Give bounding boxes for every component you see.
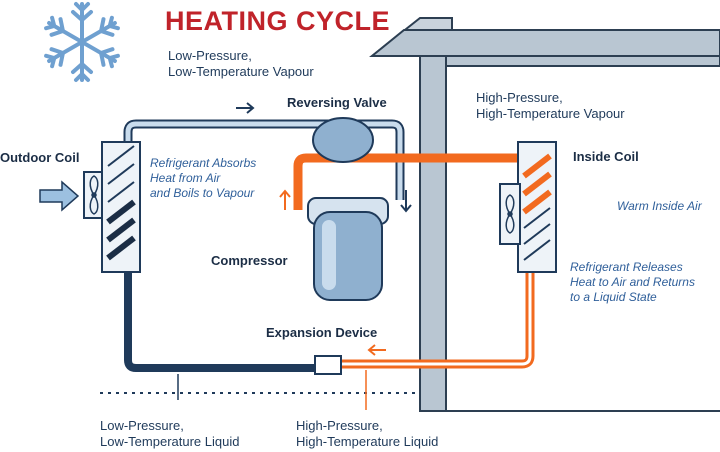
arrow-down-icon: [400, 190, 412, 213]
fan-icon: [89, 175, 99, 215]
high-pressure-vapour-line: [293, 153, 522, 210]
label-absorbs-heat: Refrigerant Absorbs Heat from Air and Bo…: [150, 156, 257, 200]
outdoor-coil: [83, 141, 141, 273]
label-high-pressure-vapour: High-Pressure, High-Temperature Vapour: [476, 90, 625, 121]
label-compressor: Compressor: [211, 253, 288, 268]
low-pressure-vapour-line: [123, 119, 405, 200]
low-pressure-liquid-line: [124, 272, 316, 372]
diagram-title: HEATING CYCLE: [165, 6, 391, 36]
snowflake-icon: [42, 2, 122, 82]
high-pressure-liquid-line: [340, 272, 535, 369]
compressor: [307, 197, 389, 301]
label-warm-inside-air: Warm Inside Air: [617, 199, 702, 213]
label-expansion-device: Expansion Device: [266, 325, 378, 340]
fan-icon: [505, 194, 515, 234]
label-inside-coil: Inside Coil: [573, 149, 639, 164]
label-reversing-valve: Reversing Valve: [287, 95, 387, 110]
reversing-valve: [312, 117, 374, 163]
label-outdoor-coil: Outdoor Coil: [0, 150, 80, 165]
arrow-up-icon: [279, 189, 291, 210]
label-low-pressure-vapour: Low-Pressure, Low-Temperature Vapour: [168, 48, 314, 79]
label-low-pressure-liquid: Low-Pressure, Low-Temperature Liquid: [100, 418, 240, 449]
label-high-pressure-liquid: High-Pressure, High-Temperature Liquid: [296, 418, 439, 449]
house: [369, 17, 720, 412]
expansion-device: [314, 355, 342, 375]
arrow-right-icon: [39, 180, 80, 212]
arrow-left-icon: [367, 344, 386, 356]
arrow-right-icon: [236, 102, 255, 114]
label-releases-heat: Refrigerant Releases Heat to Air and Ret…: [570, 260, 695, 304]
